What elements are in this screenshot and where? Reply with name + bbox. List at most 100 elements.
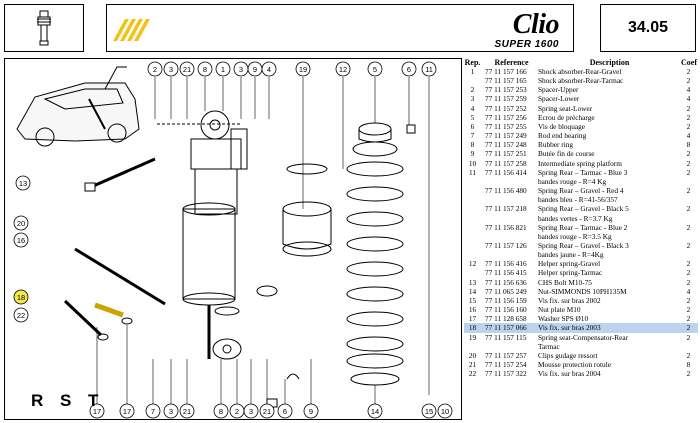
callout-marker: 8 bbox=[213, 403, 229, 419]
callout-marker: 3 bbox=[233, 61, 249, 77]
callout-marker: 5 bbox=[367, 61, 383, 77]
callout-marker: 20 bbox=[13, 215, 29, 231]
table-row[interactable]: 11 77 11 156 414 Spring Rear – Tarmac - Bl… bbox=[464, 168, 698, 186]
cell-coef: 2 bbox=[686, 240, 691, 250]
cell-rep: 11 bbox=[468, 167, 477, 177]
cell-reference: 77 11 157 218 bbox=[485, 204, 527, 214]
callout-label: 15 bbox=[425, 407, 433, 416]
cell-coef: 4 bbox=[686, 131, 691, 141]
cell-coef: 2 bbox=[686, 332, 691, 342]
cell-reference: 77 11 157 257 bbox=[485, 350, 527, 360]
cell-rep bbox=[464, 204, 481, 222]
callout-label: 20 bbox=[17, 219, 25, 228]
cell-rep: 3 bbox=[470, 94, 475, 104]
callout-label: 13 bbox=[19, 179, 27, 188]
cell-rep bbox=[464, 186, 481, 204]
brand-model: Clio bbox=[512, 9, 560, 40]
cell-description: Clips gudage ressort bbox=[538, 350, 598, 360]
cell-rep: 21 bbox=[468, 360, 477, 369]
cell-coef: 2 bbox=[686, 277, 691, 287]
cell-reference: 77 11 156 636 bbox=[485, 277, 527, 287]
callout-marker: 17 bbox=[89, 403, 105, 419]
cell-description: Spring Rear – Tarmac - Blue 3 bandes rou… bbox=[538, 167, 628, 186]
cell-reference: 77 11 156 414 bbox=[485, 167, 527, 177]
cell-coef: 2 bbox=[686, 295, 691, 305]
cell-reference: 77 11 156 821 bbox=[485, 222, 527, 232]
callout-label: 6 bbox=[283, 407, 287, 416]
cell-rep: 12 bbox=[468, 259, 477, 269]
callout-marker: 4 bbox=[261, 61, 277, 77]
cell-coef: 2 bbox=[686, 103, 691, 113]
cell-reference: 77 11 065 249 bbox=[485, 286, 527, 296]
callout-label: 22 bbox=[17, 311, 25, 320]
cell-reference: 77 11 157 248 bbox=[485, 140, 527, 150]
callout-marker: 9 bbox=[303, 403, 319, 419]
table-header: Rep. Reference Description Coef bbox=[464, 58, 698, 67]
cell-rep bbox=[464, 223, 481, 241]
callout-label: 1 bbox=[221, 65, 225, 74]
cell-description: Vis fix. sur bras 2002 bbox=[538, 295, 601, 305]
cell-coef: 2 bbox=[686, 121, 691, 131]
header-rep: Rep. bbox=[464, 58, 481, 67]
cell-coef: 2 bbox=[686, 67, 691, 76]
cell-coef: 2 bbox=[686, 204, 691, 214]
cell-rep: 6 bbox=[470, 121, 475, 131]
callout-marker: 3 bbox=[243, 403, 259, 419]
cell-rep: 4 bbox=[470, 103, 475, 113]
cell-description: Spacer-Lower bbox=[538, 94, 580, 104]
cell-coef: 2 bbox=[686, 112, 691, 122]
callout-label: 3 bbox=[169, 407, 173, 416]
brand-logo: Clio SUPER 1600 bbox=[495, 9, 560, 50]
cell-rep: 13 bbox=[468, 277, 477, 287]
cell-description: Mousse protection rotule bbox=[538, 360, 611, 369]
cell-description: Nut plate M10 bbox=[538, 305, 581, 315]
cell-reference: 77 11 157 253 bbox=[485, 85, 527, 95]
cell-coef: 2 bbox=[686, 76, 691, 86]
cell-rep: 5 bbox=[470, 112, 475, 122]
logo-stripes bbox=[113, 19, 150, 41]
callout-label: 17 bbox=[93, 407, 101, 416]
coil-spring bbox=[346, 161, 404, 369]
cell-reference: 77 11 128 658 bbox=[485, 314, 527, 324]
cell-reference: 77 11 157 249 bbox=[485, 131, 527, 141]
callout-marker: 17 bbox=[119, 403, 135, 419]
cell-coef: 2 bbox=[686, 222, 691, 232]
cell-description: Rod end bearing bbox=[538, 131, 587, 141]
cell-reference: 77 11 156 480 bbox=[485, 186, 527, 196]
cell-description: Nut-SIMMONDS 10PH135M bbox=[538, 286, 627, 296]
callout-label: 3 bbox=[239, 65, 243, 74]
callout-marker: 16 bbox=[13, 232, 29, 248]
cell-coef: 8 bbox=[686, 360, 691, 369]
callout-label: 9 bbox=[253, 65, 257, 74]
callout-label: 21 bbox=[183, 407, 191, 416]
cell-rep: 9 bbox=[470, 149, 475, 159]
